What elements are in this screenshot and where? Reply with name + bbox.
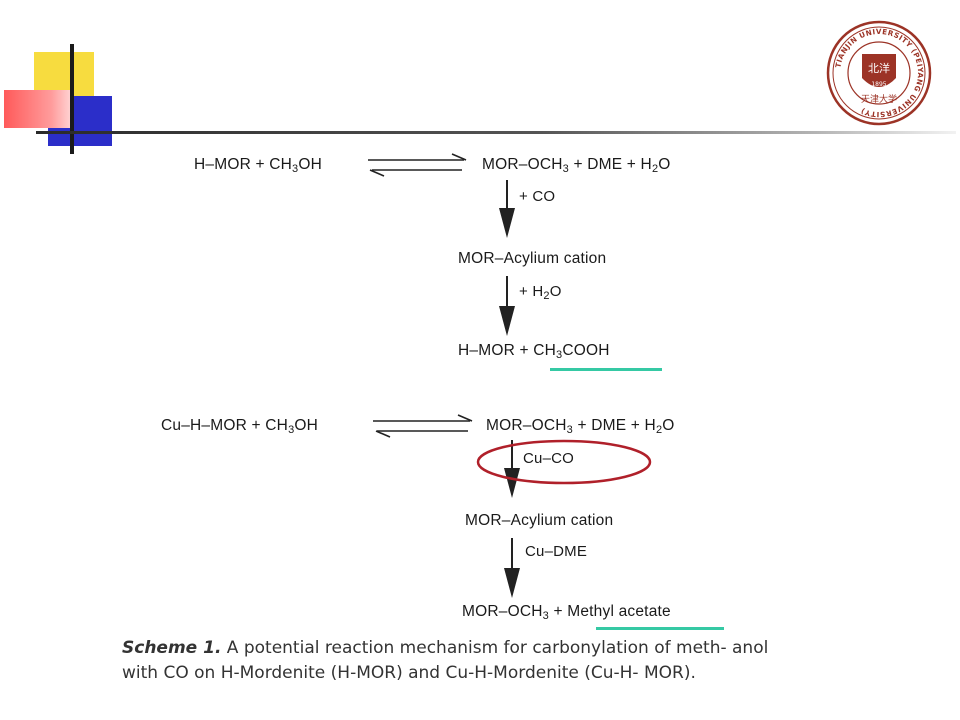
acetic-acid-underline <box>550 368 662 371</box>
top-equilibrium-arrow <box>368 153 467 177</box>
svg-text:天津大学: 天津大学 <box>861 93 897 105</box>
header-horizontal-rule <box>36 131 956 134</box>
top-step1-reagent: + CO <box>519 188 556 205</box>
top-down-arrow-1 <box>499 180 515 238</box>
top-final-product: H–MOR + CH3COOH <box>458 342 610 361</box>
scheme-caption-text: A potential reaction mechanism for carbo… <box>122 638 769 683</box>
bottom-down-arrow-2 <box>504 538 520 598</box>
bottom-down-arrow-1 <box>504 440 520 498</box>
bottom-intermediate: MOR–Acylium cation <box>465 512 614 529</box>
bottom-reactants: Cu–H–MOR + CH3OH <box>161 417 319 436</box>
bottom-products-equilibrium: MOR–OCH3 + DME + H2O <box>486 417 675 436</box>
scheme-caption-label: Scheme 1. <box>122 638 222 658</box>
top-products-equilibrium: MOR–OCH3 + DME + H2O <box>482 156 671 175</box>
top-down-arrow-2 <box>499 276 515 336</box>
corner-red-gradient-block <box>4 90 72 128</box>
methyl-acetate-underline <box>596 627 724 630</box>
top-reactants: H–MOR + CH3OH <box>194 156 323 175</box>
cu-co-highlight-circle <box>476 439 652 485</box>
corner-vertical-rule <box>70 44 74 154</box>
bottom-step2-reagent: Cu–DME <box>525 543 588 560</box>
bottom-step1-reagent: Cu–CO <box>523 450 575 467</box>
bottom-equilibrium-arrow <box>373 414 473 438</box>
svg-text:北洋: 北洋 <box>868 61 890 75</box>
top-step2-reagent: + H2O <box>519 283 562 302</box>
bottom-final-product: MOR–OCH3 + Methyl acetate <box>462 603 671 622</box>
university-seal-logo: TIANJIN UNIVERSITY (PEIYANG UNIVERSITY) … <box>826 20 932 126</box>
svg-text:1895: 1895 <box>871 81 886 88</box>
top-intermediate: MOR–Acylium cation <box>458 250 607 267</box>
scheme-caption: Scheme 1. A potential reaction mechanism… <box>122 636 772 686</box>
